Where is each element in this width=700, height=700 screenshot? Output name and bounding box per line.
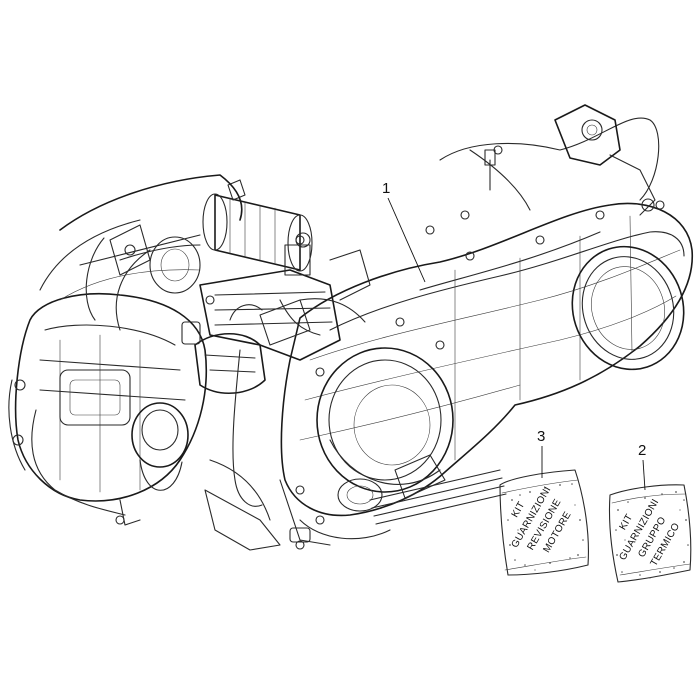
callout-number: 3 (537, 428, 545, 445)
callout-number: 1 (382, 180, 390, 197)
callout-number: 2 (638, 442, 646, 459)
callout-2: 2 (638, 442, 646, 491)
speckle-texture (615, 491, 689, 579)
leader-line (642, 459, 646, 491)
callout-1: 1 (382, 180, 426, 283)
leader-line (387, 197, 426, 283)
callout-3: 3 (537, 428, 545, 478)
engine-assembly-drawing (8, 104, 693, 551)
gasket-kit-cylinder-group-bag: KIT GUARNIZIONI GRUPPO TERMICO (608, 484, 692, 583)
speckle-texture (507, 483, 584, 571)
gasket-kit-engine-overhaul-bag: KIT GUARNIZIONI REVISIONE MOTORE (499, 469, 589, 576)
